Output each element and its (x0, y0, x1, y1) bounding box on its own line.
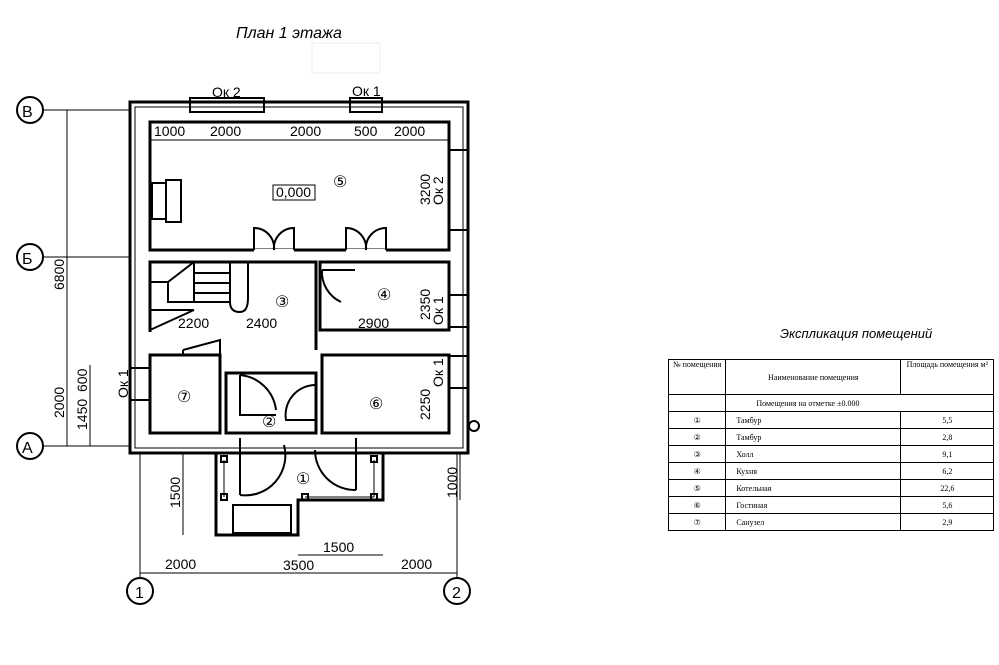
explication-title: Экспликация помещений (780, 326, 933, 341)
table-subheader-row: Помещения на отметке ±0.000 (667, 394, 995, 412)
door-entry-1 (239, 438, 287, 497)
window-ok1-left (129, 367, 151, 401)
porch-wall (214, 453, 385, 537)
door-room-2b (284, 383, 317, 421)
room-6-wall (320, 353, 451, 435)
axis-b-label: Б (22, 251, 33, 268)
room-label-6: ⑥ (369, 396, 383, 413)
axis-v-label: В (22, 104, 33, 121)
door-double-2 (345, 226, 387, 251)
door-room-4 (320, 269, 355, 303)
dim-2250: 2250 (417, 389, 433, 420)
dim-1500-left: 1500 (167, 477, 183, 508)
dim-6800: 6800 (51, 259, 67, 290)
table-header-row: № помещения Наименование помещения Площа… (667, 359, 995, 395)
dim-2900: 2900 (358, 315, 389, 331)
window-ok1-left-label: Ок 1 (115, 369, 131, 398)
porch-step (232, 504, 292, 534)
window-ok2-top-label: Ок 2 (212, 84, 241, 100)
door-entry-2 (314, 438, 357, 492)
dim-1500-bottom: 1500 (323, 539, 354, 555)
window-ok1-right-b (448, 355, 469, 389)
dim-top-1: 1000 (154, 123, 185, 139)
level-mark: 0,000 (276, 184, 311, 200)
window-ok1-top-label: Ок 1 (352, 83, 381, 99)
dim-top-4: 500 (354, 123, 378, 139)
window-ok1-right-b-label: Ок 1 (430, 358, 446, 387)
header-number: № помещения (667, 359, 727, 395)
room-label-4: ④ (377, 287, 391, 304)
header-area: Площадь помещения м² (900, 359, 995, 395)
window-ok1-top (349, 97, 383, 113)
door-room-7 (182, 338, 221, 355)
dim-1450: 1450 (74, 399, 90, 430)
axis-a-label: А (22, 440, 33, 457)
boiler (151, 182, 167, 220)
window-ok1-right-a-label: Ок 1 (430, 296, 446, 325)
room-label-1: ① (296, 471, 310, 488)
room-2-wall (224, 371, 318, 435)
window-ok2-top (189, 97, 265, 113)
boiler-front (165, 179, 182, 223)
room-label-3: ③ (275, 294, 289, 311)
title-box (311, 42, 381, 74)
window-ok1-right-a (448, 294, 469, 328)
pipe-marker (468, 420, 480, 432)
dim-2000-bl: 2000 (165, 556, 196, 572)
stairs (149, 261, 249, 331)
room-3-wall (148, 260, 318, 350)
dim-top-2: 2000 (210, 123, 241, 139)
inner-outline (134, 106, 464, 449)
porch-railing (223, 460, 375, 498)
door-room-2a (239, 374, 277, 416)
dim-top-3: 2000 (290, 123, 321, 139)
dim-2350: 2350 (417, 289, 433, 320)
dim-2200: 2200 (178, 315, 209, 331)
dim-top-5: 2000 (394, 123, 425, 139)
outer-wall (128, 100, 470, 455)
plan-title: План 1 этажа (236, 25, 342, 42)
room-label-7: ⑦ (177, 389, 191, 406)
door-double-1 (253, 226, 295, 251)
axis-2-label: 2 (452, 585, 461, 602)
dim-600: 600 (74, 368, 90, 392)
dim-2000-left: 2000 (51, 387, 67, 418)
axis-1-label: 1 (135, 585, 144, 602)
room-label-5: ⑤ (333, 174, 347, 191)
window-ok2-right-label: Ок 2 (430, 176, 446, 205)
dim-3200: 3200 (417, 174, 433, 205)
dim-2000-br: 2000 (401, 556, 432, 572)
window-ok2-right (448, 149, 469, 231)
dim-1000-right: 1000 (444, 467, 460, 498)
header-name: Наименование помещения (725, 359, 902, 395)
explication-table: № помещения Наименование помещения Площа… (667, 359, 995, 531)
dim-2400: 2400 (246, 315, 277, 331)
room-label-2: ② (262, 414, 276, 431)
subheader: Помещения на отметке ±0.000 (725, 394, 995, 412)
dim-3500: 3500 (283, 557, 314, 573)
